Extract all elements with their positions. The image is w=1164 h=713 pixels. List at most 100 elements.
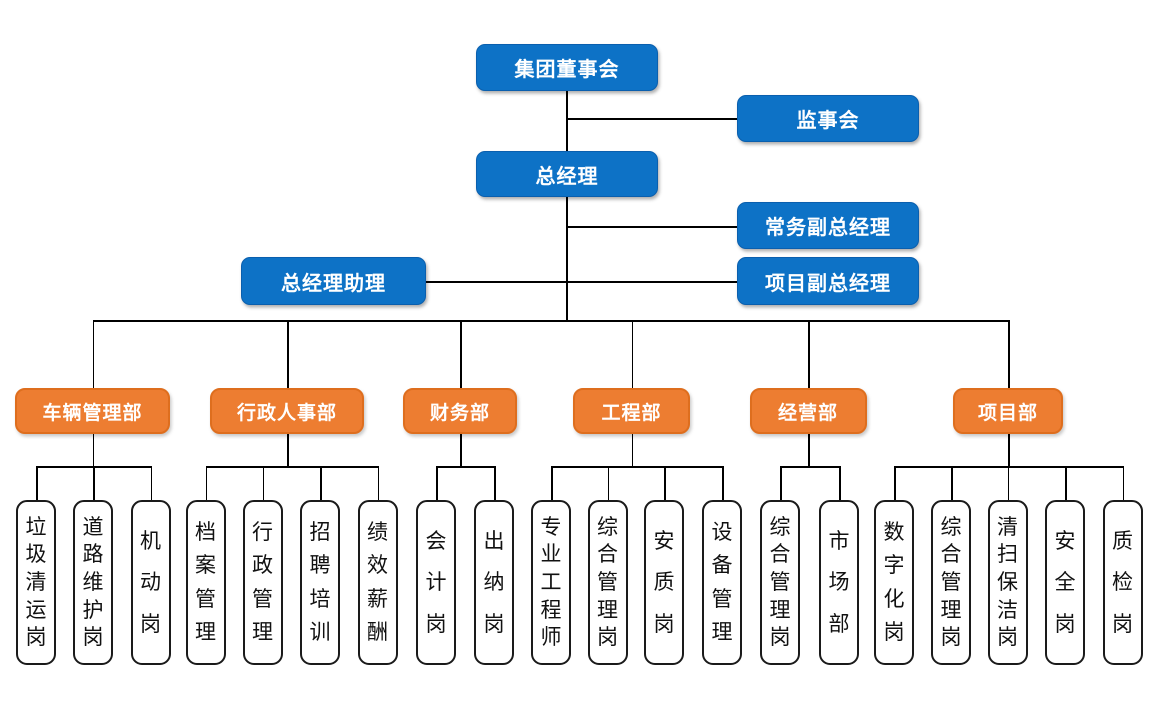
position-char: 机: [140, 529, 161, 553]
position-char: 岗: [597, 626, 618, 650]
connector-line: [565, 197, 568, 322]
position-char: 质: [653, 571, 675, 594]
position-box: 安全岗: [1045, 500, 1085, 665]
position-char: 清: [25, 570, 47, 594]
connector-line: [36, 466, 38, 500]
position-char: 道: [82, 515, 104, 539]
position-char: 路: [82, 543, 104, 567]
position-char: 合: [769, 543, 791, 567]
position-char: 行: [252, 521, 273, 545]
connector-line: [1065, 466, 1067, 500]
department-box: 车辆管理部: [15, 388, 170, 434]
position-char: 综: [940, 515, 962, 539]
department-box: 经营部: [749, 388, 867, 434]
connector-line: [150, 466, 152, 500]
position-box: 道路维护岗: [73, 500, 113, 665]
position-char: 管: [252, 587, 273, 611]
connector-line: [1122, 466, 1124, 500]
position-char: 备: [711, 554, 733, 578]
position-box: 行政管理: [242, 500, 283, 665]
position-char: 岗: [140, 612, 161, 636]
position-char: 化: [883, 587, 905, 611]
position-char: 招: [309, 521, 331, 545]
connector-line: [436, 466, 438, 500]
position-char: 理: [252, 620, 273, 644]
position-box: 垃圾清运岗: [16, 500, 56, 665]
position-char: 安: [653, 529, 675, 553]
connector-line: [566, 226, 737, 228]
department-box: 项目部: [953, 388, 1063, 434]
position-char: 纳: [483, 571, 505, 594]
position-box: 招聘培训: [300, 500, 340, 665]
position-char: 工: [540, 570, 562, 594]
connector-line: [320, 466, 322, 500]
connector-line: [951, 466, 953, 500]
position-char: 合: [597, 543, 618, 567]
position-char: 综: [769, 515, 791, 539]
position-box: 综合管理岗: [931, 500, 971, 665]
position-char: 业: [540, 543, 562, 567]
connector-line: [607, 466, 609, 500]
position-char: 市: [828, 529, 850, 553]
connector-line: [205, 466, 378, 468]
position-char: 训: [309, 620, 331, 644]
position-char: 维: [82, 570, 104, 594]
position-char: 场: [828, 571, 850, 594]
position-char: 检: [1112, 571, 1133, 594]
connector-line: [722, 466, 724, 500]
position-char: 出: [483, 529, 505, 553]
position-char: 岗: [82, 626, 104, 650]
position-char: 培: [309, 587, 331, 611]
position-char: 合: [940, 543, 962, 567]
box-project-deputy-gm: 项目副总经理: [737, 257, 919, 305]
position-box: 设备管理: [702, 500, 742, 665]
position-box: 综合管理岗: [760, 500, 800, 665]
position-char: 岗: [940, 626, 962, 650]
position-char: 岗: [1054, 612, 1076, 636]
position-char: 岗: [997, 626, 1018, 650]
position-box: 档案管理: [185, 500, 226, 665]
position-box: 安质岗: [644, 500, 684, 665]
position-char: 理: [711, 620, 733, 644]
position-box: 出纳岗: [474, 500, 514, 665]
connector-line: [894, 466, 896, 500]
position-char: 专: [540, 515, 562, 539]
connector-line: [664, 466, 666, 500]
position-box: 质检岗: [1102, 500, 1143, 665]
position-char: 圾: [25, 543, 47, 567]
connector-line: [460, 320, 462, 388]
position-char: 安: [1054, 529, 1076, 553]
connector-line: [631, 320, 633, 388]
position-box: 市场部: [819, 500, 859, 665]
position-char: 全: [1054, 571, 1076, 594]
position-char: 政: [252, 554, 273, 578]
position-char: 理: [940, 598, 962, 622]
position-char: 岗: [653, 612, 675, 636]
box-group-board: 集团董事会: [476, 44, 658, 91]
position-char: 岗: [883, 620, 905, 644]
position-box: 综合管理岗: [587, 500, 628, 665]
connector-line: [205, 466, 207, 500]
department-box: 财务部: [403, 388, 517, 434]
connector-line: [551, 466, 722, 468]
connector-line: [808, 434, 810, 468]
connector-line: [377, 466, 379, 500]
position-char: 管: [195, 587, 216, 611]
position-box: 专业工程师: [531, 500, 571, 665]
position-char: 岗: [425, 612, 447, 636]
connector-line: [426, 281, 737, 283]
connector-line: [93, 466, 95, 500]
connector-line: [287, 434, 289, 468]
position-box: 清扫保洁岗: [987, 500, 1028, 665]
position-char: 管: [940, 570, 962, 594]
connector-line: [92, 434, 94, 468]
position-char: 设: [711, 521, 733, 545]
connector-line: [460, 434, 462, 468]
connector-line: [92, 320, 94, 388]
connector-line: [1008, 434, 1010, 468]
position-char: 酬: [367, 620, 388, 644]
position-char: 运: [25, 598, 47, 622]
connector-line: [262, 466, 264, 500]
position-char: 保: [997, 570, 1018, 594]
